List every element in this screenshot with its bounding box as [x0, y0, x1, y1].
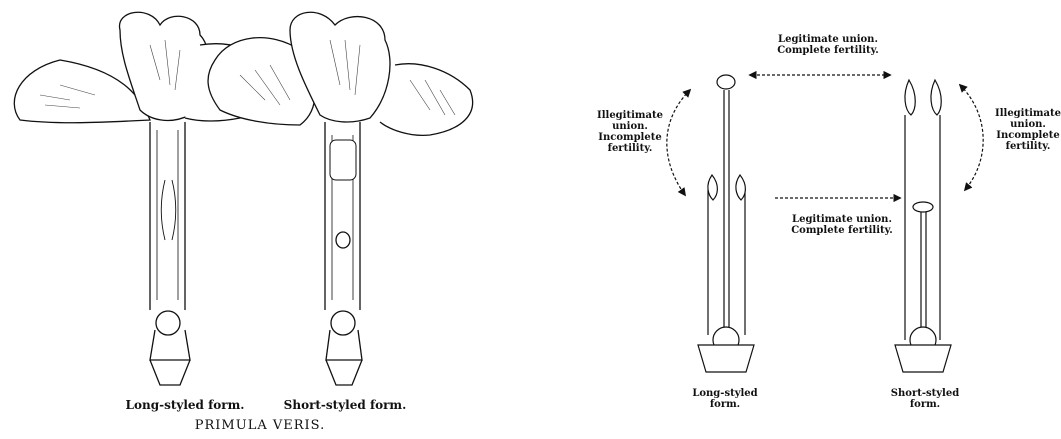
- long-styled-caption: Long-styled form.: [120, 399, 250, 412]
- right-illegitimate-label: Illegitimate union. Incomplete fertility…: [995, 108, 1061, 152]
- short-styled-form-label: Short-styled form.: [880, 388, 970, 410]
- long-styled-pistil: [698, 75, 754, 372]
- union-diagram-panel: Legitimate union. Complete fertility. Le…: [590, 0, 1061, 439]
- right-illegitimate-curve: [960, 85, 983, 190]
- bottom-legitimate-label: Legitimate union. Complete fertility.: [772, 214, 912, 236]
- primula-flowers-drawing: [0, 0, 520, 439]
- species-title: PRIMULA VERIS.: [185, 418, 335, 433]
- left-illegitimate-curve: [667, 90, 690, 195]
- short-styled-flower: [208, 12, 473, 385]
- short-styled-caption: Short-styled form.: [275, 399, 415, 412]
- top-legitimate-label: Legitimate union. Complete fertility.: [758, 34, 898, 56]
- long-styled-form-label: Long-styled form.: [685, 388, 765, 410]
- primula-illustration-panel: Long-styled form. Short-styled form. PRI…: [0, 0, 520, 439]
- left-illegitimate-label: Illegitimate union. Incomplete fertility…: [595, 110, 665, 154]
